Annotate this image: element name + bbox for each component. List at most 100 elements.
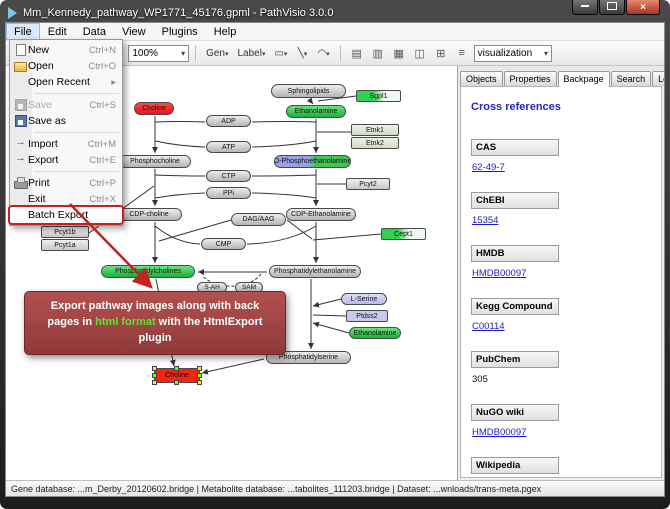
tab-backpage[interactable]: Backpage xyxy=(557,71,610,87)
arc-button[interactable]: ◠ xyxy=(313,43,333,63)
file-menu-export[interactable]: Export Ctrl+E xyxy=(10,152,122,168)
selection-handle[interactable] xyxy=(152,366,157,371)
pathway-node[interactable]: DAG/AAG xyxy=(231,213,286,226)
pathway-node[interactable]: Ethanolamine xyxy=(286,105,346,118)
label-button[interactable]: Label xyxy=(233,43,269,63)
file-menu-new[interactable]: New Ctrl+N xyxy=(10,42,122,58)
pathway-node-label: Sgpl1 xyxy=(369,92,388,100)
file-menu-save-as[interactable]: Save as xyxy=(10,113,122,129)
pathway-node[interactable]: Sgpl1 xyxy=(356,90,401,102)
crossref-link[interactable]: 305 xyxy=(472,374,488,385)
pathway-node[interactable]: Phosphocholine xyxy=(119,155,191,168)
distribute-horizontal-button[interactable]: ⊞ xyxy=(431,43,451,63)
maximize-button[interactable] xyxy=(599,0,625,15)
pathway-node[interactable]: Phosphatidylcholines xyxy=(101,265,195,278)
pathway-node[interactable]: Pcyt1b xyxy=(41,226,89,238)
menu-view[interactable]: View xyxy=(121,25,146,38)
pathway-node[interactable]: Pcyt2 xyxy=(346,178,390,190)
file-menu-print[interactable]: Print Ctrl+P xyxy=(10,175,122,191)
crossref-source-header: CAS xyxy=(471,139,559,156)
selection-handle[interactable] xyxy=(197,372,202,378)
menu-plugins[interactable]: Plugins xyxy=(161,25,198,38)
crossref-link[interactable]: HMDB00097 xyxy=(472,427,527,438)
visualization-value: visualization xyxy=(477,47,533,59)
pathway-node[interactable]: Ptdss2 xyxy=(346,310,388,322)
align-center-button[interactable]: ▥ xyxy=(368,43,388,63)
selection-handle[interactable] xyxy=(174,366,179,371)
status-text: Gene database: ...m_Derby_20120602.bridg… xyxy=(11,483,542,494)
title-bar[interactable]: Mm_Kennedy_pathway_WP1771_45176.gpml - P… xyxy=(6,3,664,22)
pathway-node[interactable]: Choline xyxy=(134,102,174,115)
pathway-node-label: L-Serine xyxy=(350,295,378,303)
file-menu-open[interactable]: Open Ctrl+O xyxy=(10,58,122,74)
minimize-button[interactable] xyxy=(572,0,598,15)
file-menu-item[interactable] xyxy=(34,132,119,133)
shape-button[interactable]: ▭ xyxy=(270,43,291,63)
pathway-node[interactable]: CTP xyxy=(206,170,251,182)
selection-handle[interactable] xyxy=(197,366,202,371)
pathway-node-label: Ptdss2 xyxy=(356,312,378,320)
menu-data[interactable]: Data xyxy=(82,25,106,38)
selection-handle[interactable] xyxy=(152,380,157,385)
tab-legend[interactable]: Legend xyxy=(652,71,664,86)
pathway-node[interactable]: L-Serine xyxy=(341,293,387,305)
tab-search[interactable]: Search xyxy=(610,71,652,86)
file-menu-batch-export[interactable]: Batch Export xyxy=(10,207,122,223)
pathway-node[interactable]: Pcyt1a xyxy=(41,239,89,251)
line-button[interactable]: ╲ xyxy=(292,43,312,63)
align-top-button[interactable]: ◫ xyxy=(410,43,430,63)
tab-properties[interactable]: Properties xyxy=(503,71,557,86)
distribute-vertical-button[interactable]: ≡ xyxy=(452,43,472,63)
file-menu-item[interactable] xyxy=(34,93,119,94)
zoom-combobox[interactable]: 100% xyxy=(128,44,190,62)
visualization-combobox[interactable]: visualization xyxy=(473,44,553,62)
pathway-node[interactable]: CDP-Ethanolamine xyxy=(286,208,356,221)
file-menu-dropdown: New Ctrl+N Open Ctrl+O Open Recent ▸ xyxy=(9,39,123,226)
pathway-node[interactable]: CDP-choline xyxy=(116,208,182,221)
menu-edit[interactable]: Edit xyxy=(47,25,67,38)
file-menu-save[interactable]: Save Ctrl+S xyxy=(10,97,122,113)
file-menu-item[interactable] xyxy=(34,171,119,172)
crossref-link[interactable]: C00114 xyxy=(472,321,505,332)
crossref-link[interactable]: HMDB00097 xyxy=(472,268,527,279)
pathway-node[interactable]: ATP xyxy=(206,141,251,153)
pathway-node-label: Sphingolipids xyxy=(287,87,330,95)
pathway-node[interactable]: ADP xyxy=(206,115,251,127)
file-menu-exit[interactable]: Exit Ctrl+X xyxy=(10,191,122,207)
crossref-source-header: HMDB xyxy=(471,245,559,262)
close-button[interactable]: × xyxy=(626,0,660,15)
file-menu-import[interactable]: Import Ctrl+M xyxy=(10,136,122,152)
file-menu-open-recent[interactable]: Open Recent ▸ xyxy=(10,74,122,90)
pathway-node[interactable]: Phosphatidylethanolamine xyxy=(269,265,361,278)
pathway-node-label: PPi xyxy=(223,189,234,197)
pathway-node[interactable]: O-Phosphoethanolamine xyxy=(274,155,351,168)
align-icon: ▦ xyxy=(393,47,404,60)
pathway-node[interactable]: Phosphatidylserine xyxy=(266,351,351,364)
pathway-node-label: Pcyt1b xyxy=(54,228,76,236)
menu-item-icon xyxy=(14,177,28,189)
crossref-link[interactable]: 62-49-7 xyxy=(472,162,505,173)
crossref-link[interactable]: 15354 xyxy=(472,215,499,226)
selection-handle[interactable] xyxy=(174,380,179,385)
selection-handle[interactable] xyxy=(152,372,157,378)
align-icon: ◫ xyxy=(414,47,425,60)
tab-objects[interactable]: Objects xyxy=(460,71,503,86)
menu-file[interactable]: File xyxy=(6,23,40,40)
pathway-node-label: Phosphatidylethanolamine xyxy=(273,268,357,275)
pathway-node[interactable]: Etnk2 xyxy=(351,137,399,149)
pathway-node[interactable]: Cept1 xyxy=(381,228,426,240)
gene-node-button[interactable]: Gen xyxy=(202,43,232,63)
pathway-node[interactable]: Ethanolamine xyxy=(349,327,401,339)
pathway-node[interactable]: PPi xyxy=(206,187,251,199)
pathway-node[interactable]: Sphingolipids xyxy=(271,84,346,98)
chevron-down-icon xyxy=(326,48,330,59)
pathway-node[interactable]: Choline xyxy=(152,366,202,385)
status-bar: Gene database: ...m_Derby_20120602.bridg… xyxy=(6,480,664,496)
align-right-button[interactable]: ▦ xyxy=(389,43,409,63)
menu-help[interactable]: Help xyxy=(213,25,237,38)
selection-handle[interactable] xyxy=(197,380,202,385)
pathway-node-label: ATP xyxy=(221,143,236,151)
pathway-node[interactable]: CMP xyxy=(201,238,246,250)
align-left-button[interactable]: ▤ xyxy=(347,43,367,63)
pathway-node[interactable]: Etnk1 xyxy=(351,124,399,136)
